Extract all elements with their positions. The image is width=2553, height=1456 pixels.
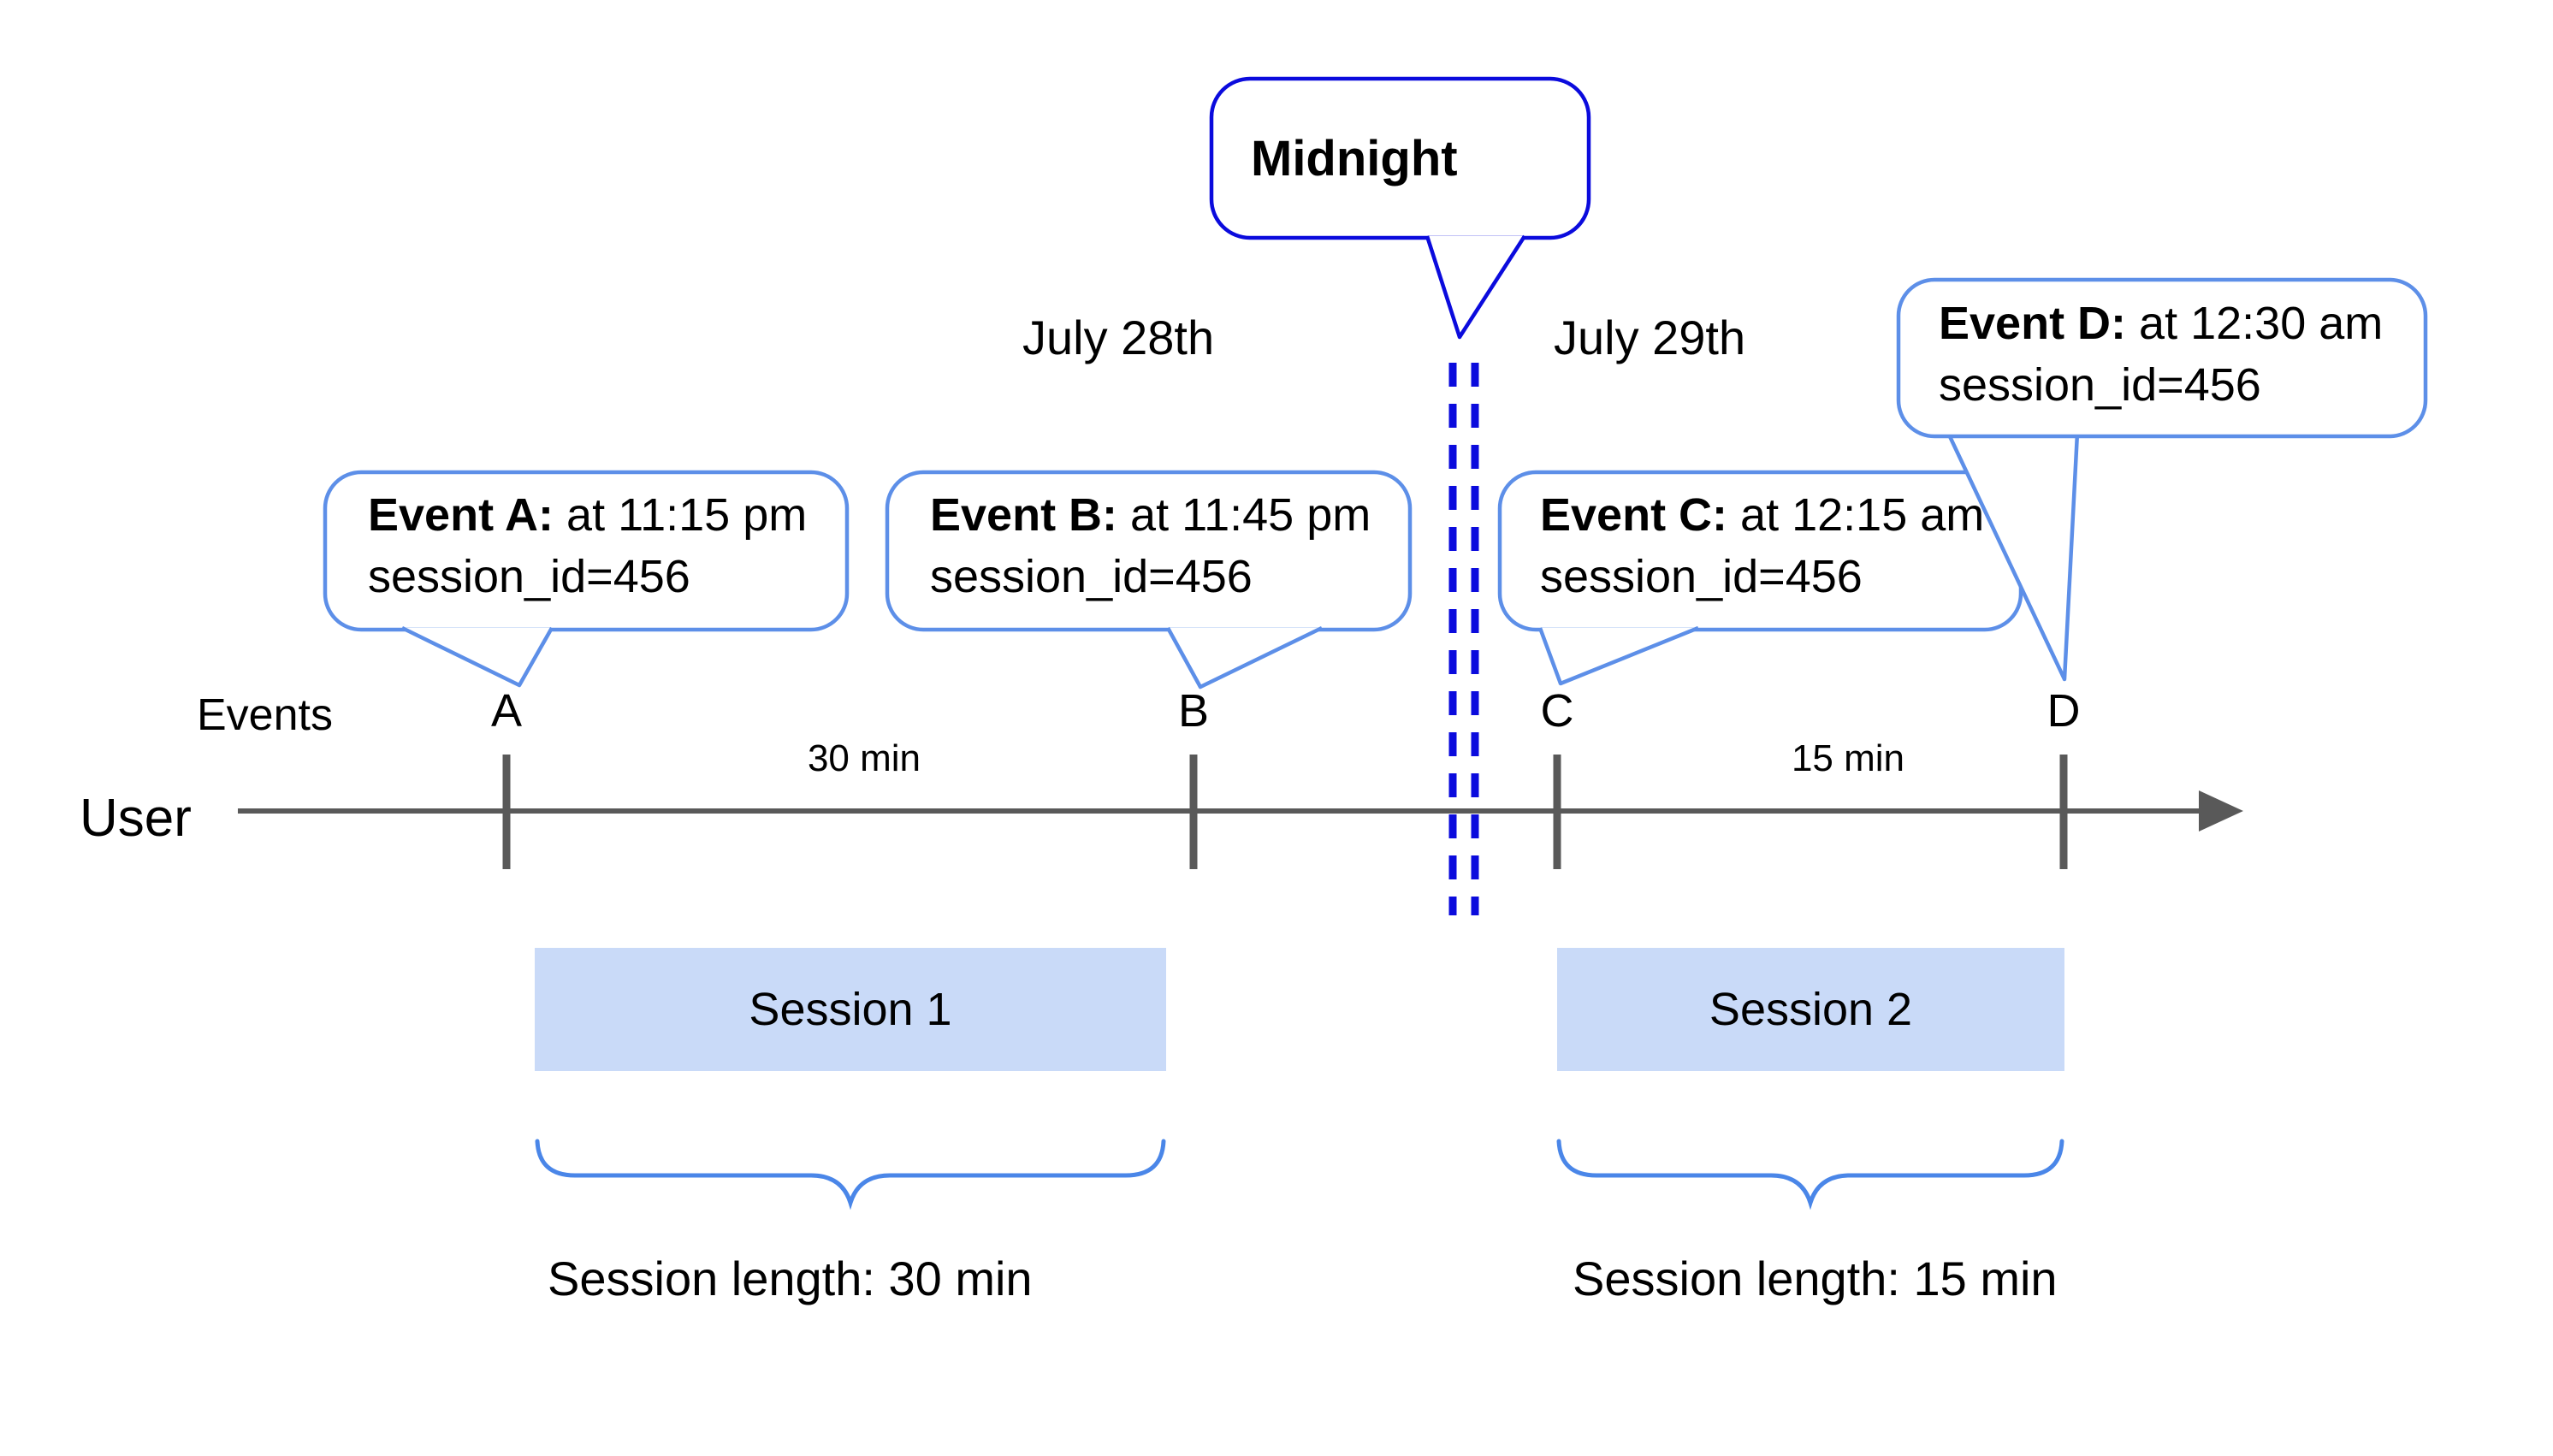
- tick-label-d: D: [2047, 685, 2081, 737]
- date-july-28: July 28th: [1022, 311, 1215, 364]
- event-b-bubble-tail: [1166, 625, 1323, 690]
- event-a-callout: Event A: at 11:15 pm session_id=456: [368, 484, 807, 607]
- event-d-line2: session_id=456: [1939, 359, 2261, 411]
- session1-brace: [535, 1139, 1166, 1210]
- event-a-line1: Event A: at 11:15 pm: [368, 489, 808, 541]
- session2-length-label: Session length: 15 min: [1573, 1252, 2058, 1305]
- session2-label: Session 2: [1709, 984, 1913, 1035]
- event-c-callout: Event C: at 12:15 am session_id=456: [1540, 484, 1984, 607]
- event-a-line2: session_id=456: [368, 551, 690, 602]
- midnight-bubble-tail: [1425, 234, 1526, 340]
- interval-c-d: 15 min: [1791, 737, 1905, 779]
- event-c-bubble-tail: [1537, 625, 1699, 686]
- tick-label-b: B: [1177, 685, 1210, 737]
- event-d-callout: Event D: at 12:30 am session_id=456: [1939, 293, 2383, 416]
- session2-box: Session 2: [1557, 948, 2064, 1071]
- event-c-line1: Event C: at 12:15 am: [1540, 489, 1985, 541]
- events-axis-label: Events: [197, 690, 333, 740]
- date-july-29: July 29th: [1554, 311, 1746, 364]
- user-axis-label: User: [80, 789, 192, 848]
- event-d-bubble-tail: [1946, 432, 2080, 682]
- tick-label-c: C: [1540, 685, 1574, 737]
- event-a-bubble-tail: [401, 625, 554, 688]
- event-a-bubble: [323, 470, 850, 632]
- timeline-arrowhead-icon: [2199, 790, 2243, 832]
- session1-length-label: Session length: 30 min: [548, 1252, 1033, 1305]
- session1-label: Session 1: [749, 984, 952, 1035]
- event-c-line2: session_id=456: [1540, 551, 1863, 602]
- event-d-bubble: [1896, 277, 2428, 439]
- interval-a-b: 30 min: [807, 737, 921, 779]
- event-b-line2: session_id=456: [930, 551, 1253, 602]
- session1-box: Session 1: [535, 948, 1166, 1071]
- tick-label-a: A: [490, 685, 523, 737]
- midnight-label: Midnight: [1251, 130, 1458, 186]
- event-d-line1: Event D: at 12:30 am: [1939, 298, 2384, 349]
- session2-brace: [1556, 1139, 2064, 1210]
- event-b-bubble: [885, 470, 1413, 632]
- event-b-callout: Event B: at 11:45 pm session_id=456: [930, 484, 1371, 607]
- event-b-line1: Event B: at 11:45 pm: [930, 489, 1371, 541]
- midnight-bubble: [1209, 76, 1591, 240]
